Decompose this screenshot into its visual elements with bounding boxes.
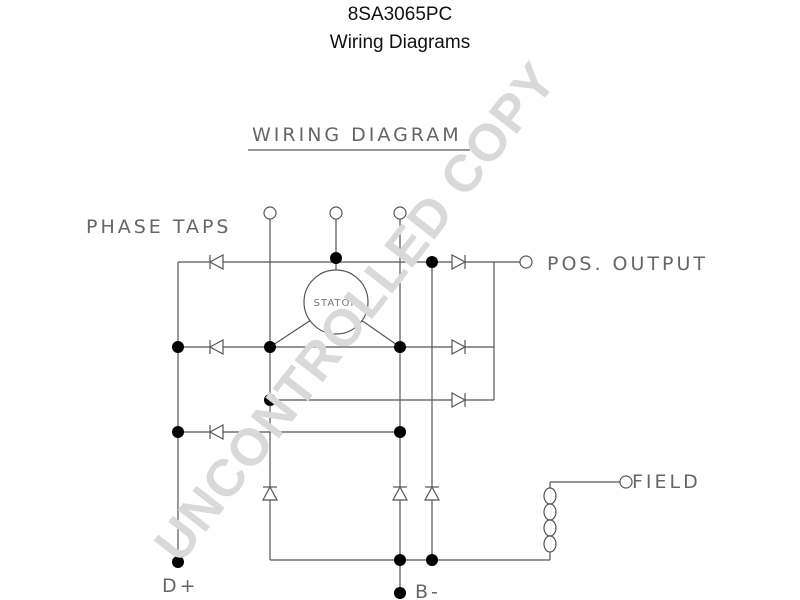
pos-output-label: POS. OUTPUT	[547, 253, 708, 275]
diagram-heading: WIRING DIAGRAM	[252, 124, 462, 146]
diodes-left	[208, 253, 224, 441]
phase-taps-label: PHASE TAPS	[86, 216, 232, 238]
diodes-vertical	[261, 485, 441, 501]
page-subtitle: Wiring Diagrams	[329, 32, 471, 53]
stator-label: STATOR	[314, 298, 359, 309]
d-plus-label: D+	[162, 575, 199, 597]
junctions	[172, 252, 438, 599]
field-coil-symbol	[543, 487, 557, 553]
stator-symbol	[303, 269, 369, 335]
diodes-right	[451, 253, 467, 409]
b-minus-label: B-	[415, 581, 441, 600]
part-number: 8SA3065PC	[347, 4, 453, 25]
field-label: FIELD	[632, 471, 701, 493]
terminals	[263, 206, 633, 489]
